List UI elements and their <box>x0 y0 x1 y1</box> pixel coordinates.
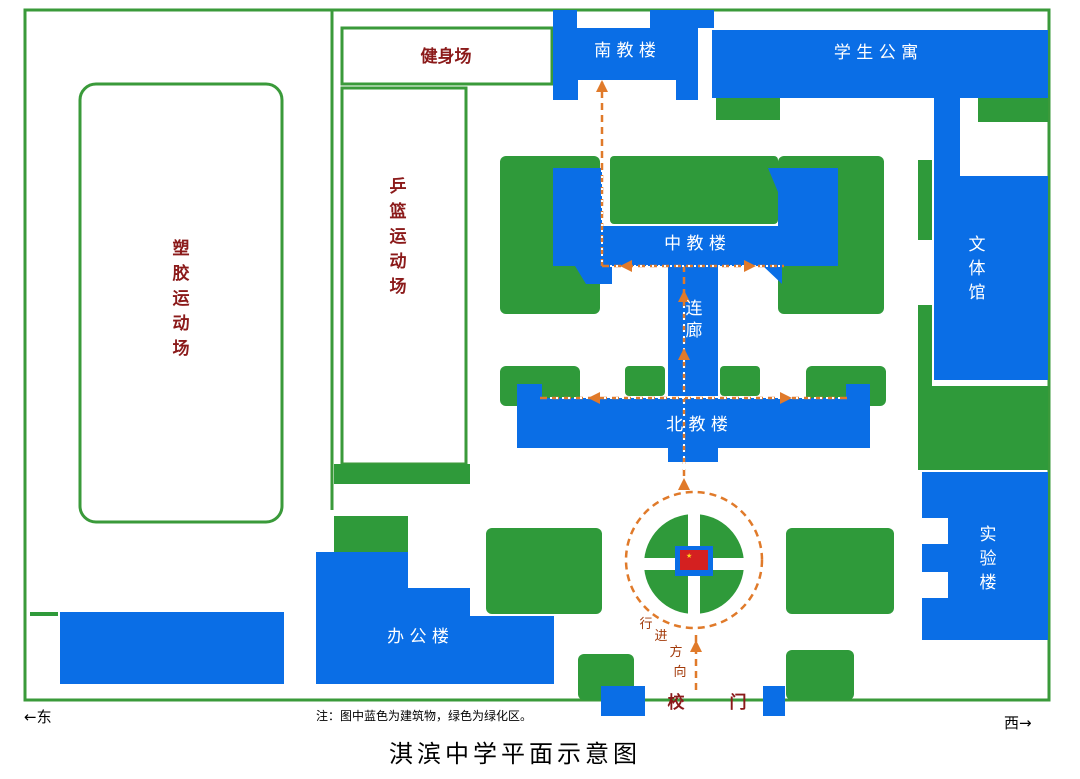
arrow-right-icon <box>780 392 792 404</box>
label-track-1: 塑 <box>173 238 190 259</box>
arrow-left-icon <box>620 260 632 272</box>
label-track-4: 动 <box>173 314 190 334</box>
label-middle-teaching: 中 教 楼 <box>664 234 726 254</box>
label-dorm: 学 生 公 寓 <box>834 43 918 63</box>
route-circle <box>624 490 764 630</box>
green-block <box>786 650 854 700</box>
building-lab <box>922 472 1048 640</box>
campus-boundary <box>23 8 1051 702</box>
route-arrows <box>588 80 792 652</box>
map-title: 淇滨中学平面示意图 <box>389 740 641 768</box>
label-gate-left: 校 <box>668 692 686 713</box>
arrow-right-icon <box>744 260 756 272</box>
green-block <box>334 516 408 552</box>
label-lab-2: 验 <box>980 549 997 569</box>
green-block <box>978 98 1048 122</box>
arrow-left-icon <box>588 392 600 404</box>
label-track-3: 运 <box>173 289 190 309</box>
label-court-3: 运 <box>390 227 407 247</box>
green-block <box>786 528 894 614</box>
arrow-up-icon <box>596 80 608 92</box>
building-north-teaching <box>517 384 870 462</box>
map-note: 注：图中蓝色为建筑物，绿色为绿化区。 <box>316 708 532 723</box>
label-court-4: 动 <box>390 252 407 272</box>
compass-east: ←东 <box>24 708 52 726</box>
green-block <box>918 386 1048 470</box>
plastic-track-outline <box>78 82 284 524</box>
building-south-teaching <box>553 28 698 100</box>
label-court-2: 篮 <box>389 201 407 222</box>
arrow-up-icon <box>690 640 702 652</box>
label-corridor-1: 连 <box>686 299 703 319</box>
gate-post-right <box>763 686 785 716</box>
building-office <box>316 552 554 684</box>
label-lab-3: 楼 <box>980 573 997 593</box>
green-block <box>486 528 602 614</box>
green-block <box>918 305 932 405</box>
flag-star-icon: ★ <box>686 552 692 560</box>
label-direction-3: 方 <box>669 644 682 660</box>
label-court-5: 场 <box>390 277 407 297</box>
label-south-teaching: 南 教 楼 <box>594 41 656 61</box>
label-lab-1: 实 <box>980 525 997 545</box>
arrow-up-icon <box>678 478 690 490</box>
gate-post-left <box>601 686 645 716</box>
building-middle-teaching <box>553 168 838 284</box>
building-annex <box>553 10 577 28</box>
label-track-2: 胶 <box>173 263 190 284</box>
building-corridor <box>668 266 718 396</box>
arrow-up-icon <box>678 348 690 360</box>
label-direction-2: 进 <box>654 629 667 644</box>
building-culture-sports <box>934 98 1048 380</box>
green-block <box>720 366 760 396</box>
building-annex <box>650 10 714 28</box>
green-strip <box>334 464 470 484</box>
label-gym: 健身场 <box>421 46 472 67</box>
label-culture-2: 体 <box>969 259 986 279</box>
label-court-1: 乒 <box>390 176 407 197</box>
label-gate-right: 门 <box>730 692 747 713</box>
gym-area <box>340 26 554 86</box>
label-culture-1: 文 <box>969 235 986 255</box>
green-block <box>30 612 58 616</box>
pingpong-basketball-area <box>340 86 468 466</box>
label-office: 办 公 楼 <box>387 627 449 647</box>
national-flag-icon <box>680 550 708 570</box>
building-dorm <box>712 30 1048 98</box>
green-block <box>610 156 778 224</box>
green-block <box>918 160 932 240</box>
green-block <box>716 98 780 120</box>
arrow-up-icon <box>678 290 690 302</box>
green-block <box>625 366 665 396</box>
label-track-5: 场 <box>173 339 190 359</box>
label-corridor-2: 廊 <box>686 321 703 341</box>
label-direction-4: 向 <box>673 664 686 680</box>
buildings <box>60 10 1048 716</box>
label-direction-1: 行 <box>639 617 652 632</box>
label-north-teaching: 北 教 楼 <box>666 415 728 435</box>
compass-west: 西→ <box>1004 714 1032 732</box>
label-culture-3: 馆 <box>969 283 986 303</box>
building-southeast <box>60 612 284 684</box>
